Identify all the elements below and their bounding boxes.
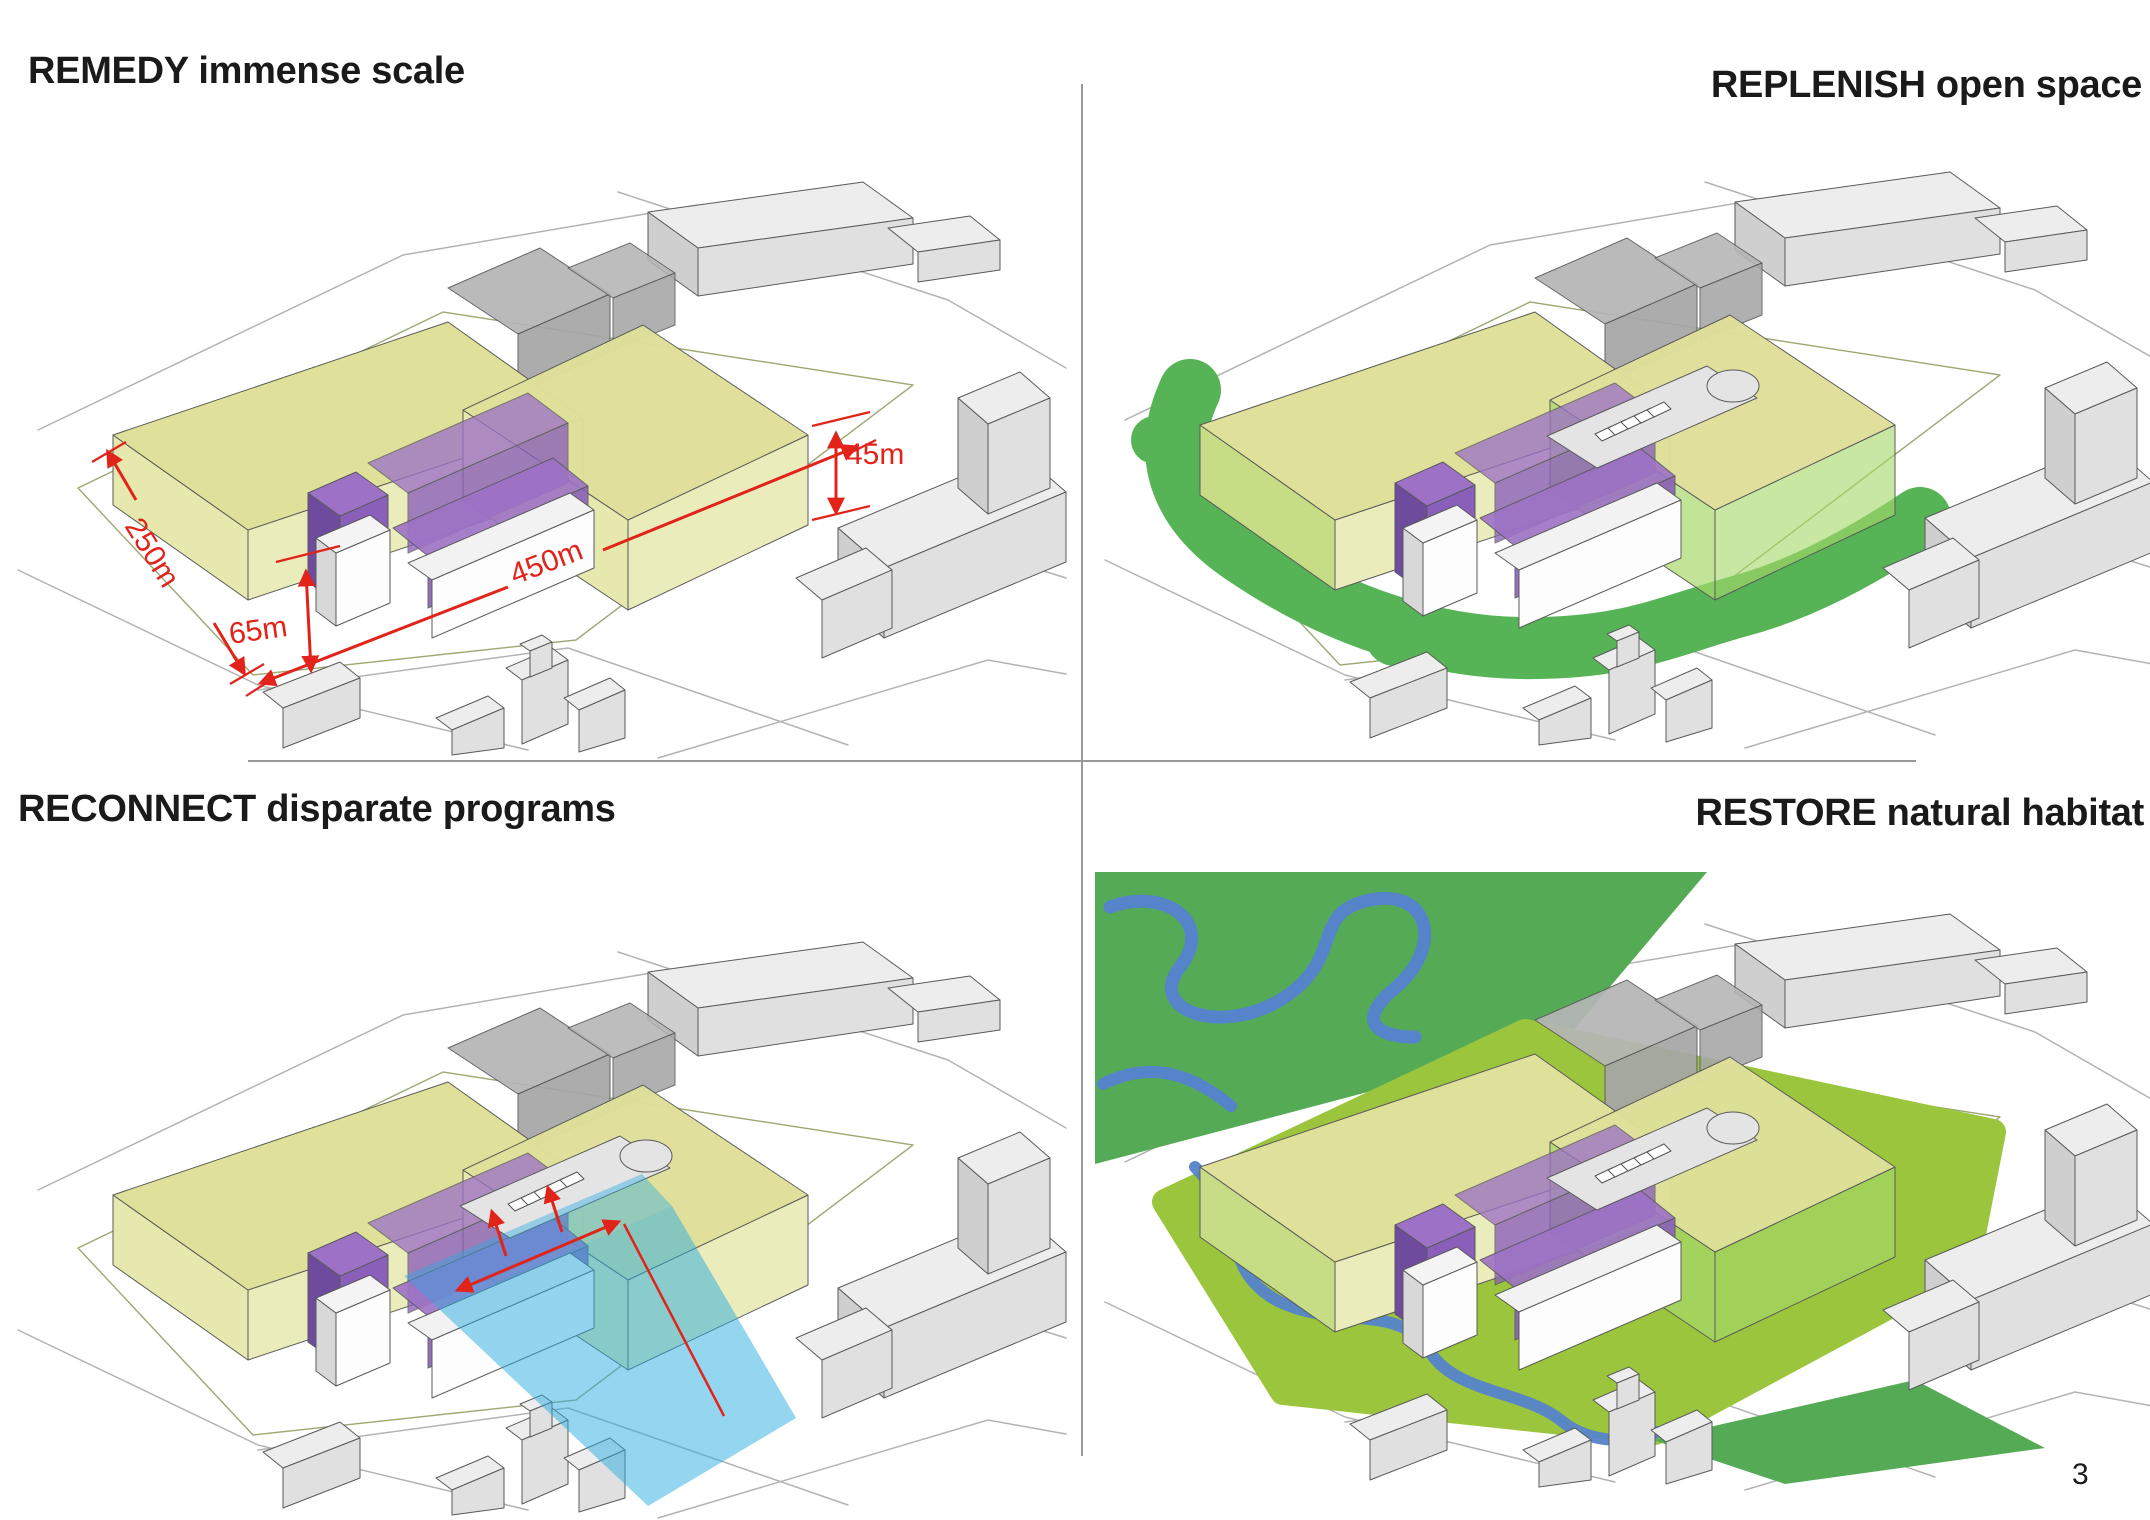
dimension-label-45m: 45m xyxy=(846,438,905,471)
quadrant-reconnect: RECONNECT disparate programs xyxy=(0,762,1083,1520)
vertical-divider xyxy=(1081,84,1083,1456)
horizontal-divider xyxy=(248,760,1916,762)
page-number: 3 xyxy=(2072,1458,2089,1491)
quadrant-title-reconnect: RECONNECT disparate programs xyxy=(18,788,616,830)
reconnect-axon-diagram xyxy=(17,941,1067,1519)
quadrant-restore: RESTORE natural habitat xyxy=(1083,762,2150,1520)
quadrant-title-remedy: REMEDY immense scale xyxy=(28,50,465,92)
quadrant-remedy: REMEDY immense scale 450m 250m 65m 45m xyxy=(0,0,1083,762)
replenish-axon-diagram xyxy=(1104,171,2150,749)
restore-axon-diagram xyxy=(1095,872,2150,1491)
quadrant-replenish: REPLENISH open space xyxy=(1083,0,2150,762)
quadrant-title-restore: RESTORE natural habitat xyxy=(1695,792,2145,834)
remedy-axon-diagram xyxy=(17,181,1067,759)
quadrant-title-replenish: REPLENISH open space xyxy=(1710,64,2142,106)
